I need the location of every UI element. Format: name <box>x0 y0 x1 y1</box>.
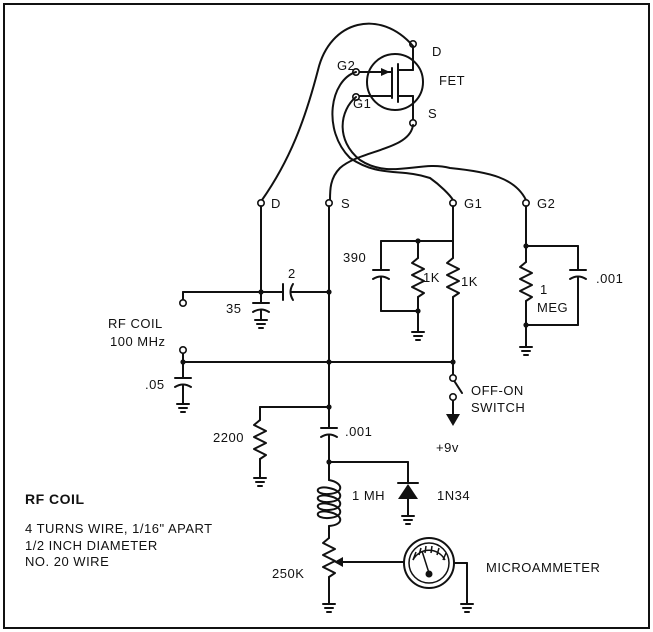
inductor-1mh <box>316 479 342 539</box>
fet-symbol <box>356 44 424 123</box>
notes-line-3: NO. 20 WIRE <box>25 554 109 569</box>
label-cap-35: 35 <box>226 301 241 316</box>
junction-2200 <box>326 404 332 410</box>
label-fet-g1: G1 <box>353 96 371 111</box>
g1-branch <box>372 205 460 379</box>
label-fet-d: D <box>432 44 442 59</box>
label-cap-2: 2 <box>288 266 296 281</box>
rf-coil-terminal-bottom <box>179 345 188 354</box>
label-res-meg-2: MEG <box>537 300 568 315</box>
junction-drain <box>258 289 264 295</box>
label-terminal-s: S <box>341 196 350 211</box>
potentiometer-250k <box>322 537 405 613</box>
junction-diode <box>326 459 332 465</box>
label-terminal-d: D <box>271 196 281 211</box>
junction-g2-top <box>523 243 529 249</box>
label-cap-390: 390 <box>343 250 366 265</box>
bypass-bus <box>174 351 454 413</box>
diode-1n34 <box>328 461 419 525</box>
drain-branch <box>182 205 330 329</box>
label-terminal-g1: G1 <box>464 196 482 211</box>
label-inductor-1mh: 1 MH <box>352 488 385 503</box>
switch-terminal-top <box>448 373 457 382</box>
label-res-1k-a: 1K <box>423 270 440 285</box>
g2-branch <box>519 205 587 356</box>
label-switch-1: OFF-ON <box>471 383 524 398</box>
label-rf-coil: RF COIL <box>108 316 163 331</box>
label-terminal-g2: G2 <box>537 196 555 211</box>
label-microammeter: MICROAMMETER <box>486 560 600 575</box>
label-diode-1n34: 1N34 <box>437 488 470 503</box>
cap-001-source <box>320 427 338 481</box>
label-fet-g2: G2 <box>337 58 355 73</box>
notes-title: RF COIL <box>25 491 85 507</box>
label-supply: +9v <box>436 440 459 455</box>
label-fet-s: S <box>428 106 437 121</box>
label-switch-2: SWITCH <box>471 400 525 415</box>
junction-g2-bottom <box>523 322 529 328</box>
resistor-2200 <box>253 406 330 487</box>
microammeter-icon <box>403 537 474 613</box>
junction-bus-left <box>180 359 186 365</box>
notes-line-1: 4 TURNS WIRE, 1/16" APART <box>25 521 213 536</box>
label-cap-001-source: .001 <box>345 424 372 439</box>
junction-g1-bottom <box>415 308 421 314</box>
junction-g1-top <box>415 238 421 244</box>
junction-bus-source <box>326 359 332 365</box>
notes-line-2: 1/2 INCH DIAMETER <box>25 538 158 553</box>
label-cap-001-g2: .001 <box>596 271 623 286</box>
label-fet: FET <box>439 73 465 88</box>
border-frame <box>3 3 650 629</box>
label-res-1k-b: 1K <box>461 274 478 289</box>
label-res-meg-1: 1 <box>540 282 548 297</box>
label-res-2200: 2200 <box>213 430 244 445</box>
label-cap-05: .05 <box>145 377 165 392</box>
label-pot-250k: 250K <box>272 566 304 581</box>
label-rf-coil-freq: 100 MHz <box>110 334 166 349</box>
fet-leads <box>261 22 527 201</box>
rf-coil-terminal-top <box>179 298 188 307</box>
switch-terminal-bottom <box>448 392 457 401</box>
